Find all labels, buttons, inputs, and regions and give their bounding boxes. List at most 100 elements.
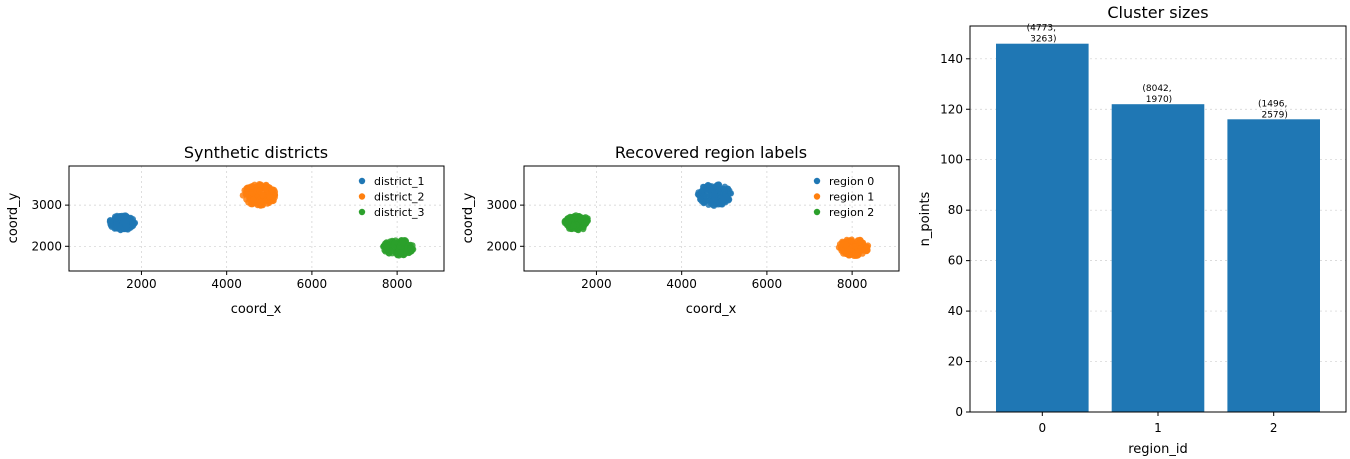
x-tick-label: 8000 — [837, 277, 868, 291]
scatter-points — [106, 181, 417, 259]
axes-frame — [68, 165, 445, 272]
bar-annotation-line-2: 3263) — [1030, 35, 1056, 45]
x-tick-label: 6000 — [297, 277, 328, 291]
scatter-point — [259, 191, 266, 199]
y-axis-label: coord_y — [461, 192, 476, 243]
x-tick-label: 6000 — [752, 277, 783, 291]
scatter-point — [257, 198, 265, 206]
y-tick-label: 2000 — [31, 239, 62, 253]
x-tick-label: 8000 — [382, 277, 413, 291]
legend: region 0 region 1 region 2 — [813, 175, 874, 219]
legend-marker — [813, 208, 821, 216]
scatter-point — [710, 196, 718, 204]
y-tick-label: 40 — [948, 304, 963, 318]
scatter-point — [116, 223, 123, 231]
scatter-point — [710, 202, 718, 209]
y-tick-label: 20 — [948, 355, 963, 369]
chart-title: Cluster sizes — [1107, 3, 1208, 22]
y-tick-label: 120 — [940, 102, 963, 116]
x-tick-label: 2000 — [126, 277, 157, 291]
scatter-point — [699, 187, 706, 194]
legend-label: district_3 — [374, 206, 425, 219]
scatter-point — [857, 237, 864, 244]
scatter-point — [727, 190, 735, 197]
legend-marker — [358, 193, 366, 200]
scatter-point — [399, 238, 406, 246]
y-tick-label: 100 — [940, 153, 963, 167]
chart-title: Synthetic districts — [184, 143, 328, 162]
scatter-point — [397, 249, 404, 256]
x-tick-label: 1 — [1154, 421, 1162, 435]
bar-annotation-line-1: (1496, — [1258, 99, 1287, 109]
x-tick-label: 2 — [1270, 421, 1278, 435]
bar — [1227, 119, 1320, 413]
scatter-point — [250, 196, 257, 203]
x-tick-label: 0 — [1038, 421, 1046, 435]
x-axis-label: coord_x — [231, 302, 282, 317]
x-axis-label: region_id — [1128, 442, 1187, 457]
scatter-point — [722, 193, 729, 200]
bars — [996, 43, 1320, 413]
scatter-point — [853, 252, 861, 259]
scatter-point — [116, 214, 124, 221]
axes-frame — [523, 165, 900, 272]
bar — [1111, 104, 1205, 412]
scatter-point — [716, 184, 723, 192]
scatter-point — [864, 244, 871, 251]
bar-annotation-line-1: (4773, — [1027, 24, 1056, 34]
scatter-point — [570, 222, 577, 229]
y-axis-label: coord_y — [6, 192, 21, 243]
bar-annotation-line-1: (8042, — [1142, 84, 1171, 94]
chart-title: Recovered region labels — [615, 143, 807, 162]
scatter-point — [572, 214, 580, 222]
legend-label: district_1 — [374, 175, 425, 188]
legend-label: region 0 — [829, 175, 874, 188]
legend-label: region 2 — [829, 206, 874, 219]
x-tick-label: 4000 — [211, 277, 242, 291]
y-tick-label: 2000 — [486, 239, 517, 253]
scatter-point — [407, 245, 415, 252]
y-tick-label: 80 — [948, 203, 963, 217]
scatter-point — [383, 243, 390, 250]
x-tick-label: 2000 — [581, 277, 612, 291]
scatter-point — [846, 252, 853, 259]
scatter-point — [262, 185, 269, 193]
scatter-point — [580, 225, 587, 233]
y-tick-label: 60 — [948, 254, 963, 268]
scatter-panel-synthetic-districts: Synthetic districts 2000 4000 6000 8000 2000… — [6, 143, 445, 317]
scatter-point — [842, 241, 850, 248]
bar-annotation-line-2: 1970) — [1146, 95, 1172, 105]
scatter-point — [702, 197, 710, 205]
scatter-point — [697, 196, 704, 203]
legend-label: district_2 — [374, 191, 425, 204]
bar-annotations: (4773,3263) (8042,1970) (1496,2579) — [1027, 24, 1288, 121]
legend-label: region 1 — [829, 191, 874, 204]
scatter-point — [565, 217, 572, 225]
scatter-point — [243, 191, 250, 198]
scatter-points — [561, 181, 872, 259]
scatter-point — [583, 218, 590, 225]
scatter-point — [123, 225, 130, 233]
x-axis-label: coord_x — [686, 302, 737, 317]
scatter-point — [129, 220, 137, 227]
legend-marker — [358, 177, 366, 185]
scatter-point — [243, 185, 250, 192]
scatter-point — [268, 186, 276, 193]
legend: district_1 district_2 district_3 — [358, 175, 425, 219]
legend-marker — [813, 193, 821, 200]
scatter-point — [249, 189, 256, 197]
scatter-point — [838, 247, 845, 254]
bar-annotation-line-2: 2579) — [1261, 110, 1287, 120]
y-tick-label: 0 — [955, 405, 963, 419]
bar — [996, 43, 1089, 412]
y-tick-label: 3000 — [486, 198, 517, 212]
legend-marker — [358, 208, 366, 216]
scatter-point — [121, 218, 128, 225]
scatter-point — [107, 217, 114, 224]
